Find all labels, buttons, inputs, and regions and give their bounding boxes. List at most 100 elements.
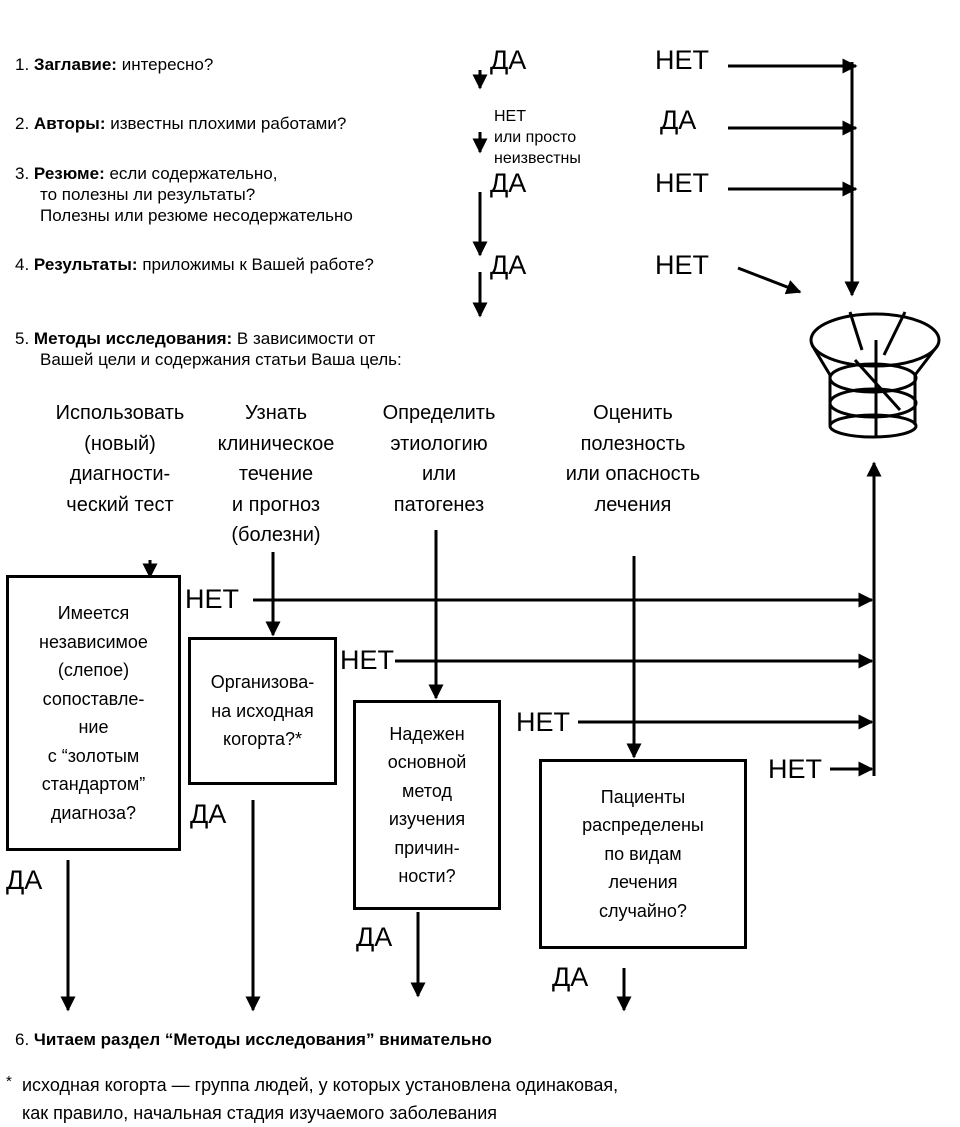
box-line: на исходная <box>211 700 314 721</box>
question-3: 3. Резюме: если содержательно, <box>15 165 277 182</box>
box-line: метод <box>402 780 452 801</box>
box-cohort: Организова- на исходная когорта?* <box>188 637 337 785</box>
question-2: 2. Авторы: известны плохими работами? <box>15 115 346 132</box>
question-number: 3. <box>15 164 30 183</box>
question-number: 5. <box>15 329 30 348</box>
box-line: причин- <box>394 837 460 858</box>
box-line: основной <box>387 752 467 772</box>
box-text: Имеется независимое (слепое) сопоставле-… <box>39 599 148 827</box>
box-line: диагноза? <box>50 802 137 823</box>
goal-line: или опасность <box>565 463 701 485</box>
question-number: 2. <box>15 114 30 133</box>
goal-line: этиологию <box>390 432 488 455</box>
goal-diagnostic-test: Использовать (новый) диагности- ческий т… <box>35 398 205 520</box>
wastebasket-icon <box>809 311 941 439</box>
goal-clinical-course: Узнать клиническое течение и прогноз (бо… <box>196 398 356 551</box>
question-title: Заглавие: <box>33 55 117 74</box>
goal-treatment: Оценить полезность или опасность лечения <box>545 398 721 520</box>
box-line: (слепое) <box>57 660 130 680</box>
question-6: 6. Читаем раздел “Методы исследования” в… <box>15 1031 492 1048</box>
question-text: известны плохими работами? <box>110 114 347 133</box>
answer-no-line: НЕТ <box>494 108 526 125</box>
goal-line: или <box>421 463 456 485</box>
box-line: Имеется <box>57 603 130 623</box>
question-number: 1. <box>15 55 30 74</box>
answer-yes-box-2: ДА <box>190 799 227 829</box>
question-text: интересно? <box>121 55 214 74</box>
answer-no-line: или просто <box>494 129 577 146</box>
answer-no-q3: НЕТ <box>655 168 709 198</box>
box-independent-comparison: Имеется независимое (слепое) сопоставле-… <box>6 575 181 851</box>
box-line: лечения <box>608 872 678 893</box>
question-title: Резюме: <box>33 164 105 183</box>
box-line: распределены <box>582 815 704 836</box>
answer-no-box-4: НЕТ <box>768 754 822 784</box>
goal-line: и прогноз <box>231 493 321 516</box>
box-line: когорта?* <box>223 729 302 750</box>
answer-no-box-3: НЕТ <box>516 707 570 737</box>
question-1: 1. Заглавие: интересно? <box>15 56 213 73</box>
goal-line: Узнать <box>244 402 308 424</box>
answer-yes-box-3: ДА <box>356 922 393 952</box>
box-text: Пациенты распределены по видам лечения с… <box>582 783 704 926</box>
box-line: Пациенты <box>600 786 686 807</box>
box-text: Организова- на исходная когорта?* <box>211 668 315 754</box>
box-line: по видам <box>604 843 682 864</box>
question-title: Читаем раздел “Методы исследования” вним… <box>33 1030 492 1049</box>
answer-yes-q3: ДА <box>490 168 527 198</box>
footnote-line-2: как правило, начальная стадия изучаемого… <box>22 1103 498 1123</box>
box-line: с “золотым <box>47 745 140 766</box>
answer-no-q1: НЕТ <box>655 45 709 75</box>
goal-line: ческий тест <box>66 493 174 516</box>
question-5: 5. Методы исследования: В зависимости от <box>15 330 375 347</box>
box-line: Надежен <box>389 723 465 744</box>
box-line: стандартом” <box>41 774 146 794</box>
box-line: ние <box>78 717 109 737</box>
goal-line: Оценить <box>593 402 673 424</box>
question-number: 4. <box>15 255 30 274</box>
answer-yes-q4: ДА <box>490 250 527 280</box>
goal-line: (болезни) <box>231 524 321 546</box>
question-text: если содержательно, <box>109 164 278 183</box>
box-randomization: Пациенты распределены по видам лечения с… <box>539 759 747 949</box>
question-text: В зависимости от <box>236 329 376 348</box>
answer-yes-q2: ДА <box>660 105 697 135</box>
goal-line: Определить <box>382 402 496 424</box>
question-4: 4. Результаты: приложимы к Вашей работе? <box>15 256 374 273</box>
question-3-line-3: Полезны или резюме несодержательно <box>40 206 353 225</box>
goal-line: клиническое <box>217 432 335 455</box>
box-text: Надежен основной метод изучения причин- … <box>388 720 467 891</box>
question-3-line-2: то полезны ли результаты? <box>40 185 256 204</box>
answer-no-q2: НЕТ или просто неизвестны <box>494 106 581 169</box>
question-text: приложимы к Вашей работе? <box>142 255 374 274</box>
question-number: 6. <box>15 1030 30 1049</box>
box-line: ности? <box>398 866 456 886</box>
box-line: изучения <box>388 809 466 829</box>
answer-yes-q1: ДА <box>490 45 527 75</box>
box-line: Организова- <box>210 672 315 693</box>
question-5-line-2: Вашей цели и содержания статьи Ваша цель… <box>40 350 402 369</box>
goal-line: (новый) <box>84 432 156 455</box>
box-causality-method: Надежен основной метод изучения причин- … <box>353 700 501 910</box>
answer-no-box-2: НЕТ <box>340 645 394 675</box>
goal-line: полезность <box>580 432 686 455</box>
goal-line: патогенез <box>393 493 485 516</box>
goal-line: Использовать <box>55 402 185 424</box>
goal-line: течение <box>238 463 314 485</box>
question-title: Результаты: <box>33 255 138 274</box>
answer-yes-box-1: ДА <box>6 865 43 895</box>
box-line: независимое <box>39 631 148 652</box>
goal-line: лечения <box>594 493 672 516</box>
footnote-mark: * <box>6 1073 12 1090</box>
answer-no-line: неизвестны <box>494 150 581 167</box>
goal-line: диагности- <box>69 463 171 485</box>
goal-etiology: Определить этиологию или патогенез <box>360 398 518 520</box>
question-title: Авторы: <box>33 114 106 133</box>
answer-no-q4: НЕТ <box>655 250 709 280</box>
box-line: случайно? <box>599 900 687 921</box>
footnote-line-1: исходная когорта — группа людей, у котор… <box>22 1075 619 1095</box>
answer-no-box-1: НЕТ <box>185 584 239 614</box>
answer-yes-box-4: ДА <box>552 962 589 992</box>
question-title: Методы исследования: <box>33 329 233 348</box>
